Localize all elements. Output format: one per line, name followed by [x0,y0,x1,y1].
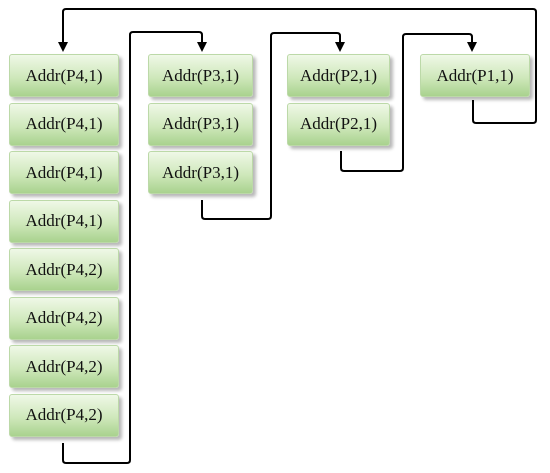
address-cell-p4: Addr(P4,2) [9,248,119,291]
address-cell-p4: Addr(P4,1) [9,199,119,243]
address-cell-p4: Addr(P4,1) [9,54,119,97]
connector-p2-to-p1 [340,33,477,172]
address-cell-p1: Addr(P1,1) [420,54,530,97]
address-cell-p3: Addr(P3,1) [148,102,253,146]
connector-p3-to-p2 [201,32,345,220]
address-cell-p3: Addr(P3,1) [148,54,253,97]
address-cell-p4: Addr(P4,2) [9,345,119,388]
connector-p4-to-p3 [62,31,207,464]
address-cell-p4: Addr(P4,1) [9,151,119,194]
connector-p1-to-p4 [58,8,537,124]
address-cell-p4: Addr(P4,1) [9,102,119,146]
address-cell-p4: Addr(P4,2) [9,393,119,437]
address-cell-p2: Addr(P2,1) [287,102,390,146]
address-cell-p2: Addr(P2,1) [287,54,390,97]
address-cell-p4: Addr(P4,2) [9,296,119,340]
address-cell-p3: Addr(P3,1) [148,151,253,194]
